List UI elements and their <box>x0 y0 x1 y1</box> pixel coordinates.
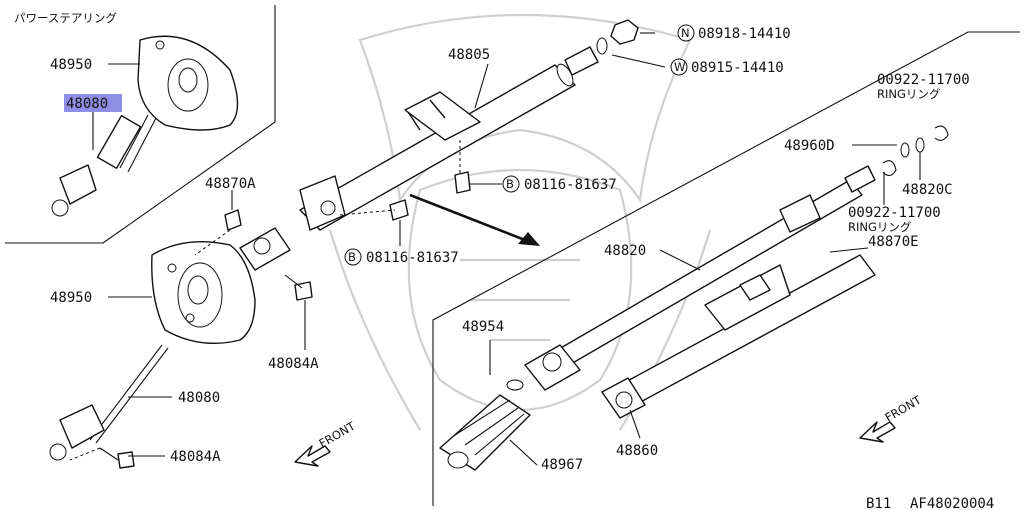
circle-mark-b-top: B <box>502 175 520 193</box>
section-frame-right <box>432 31 1020 506</box>
label-00922-mid[interactable]: 00922-11700 <box>848 205 941 221</box>
bolt-48084A-bot <box>99 447 135 469</box>
front-arrow-right <box>859 421 896 443</box>
label-48820C[interactable]: 48820C <box>902 182 953 198</box>
front-arrow-left <box>294 445 331 467</box>
label-48805[interactable]: 48805 <box>448 47 490 63</box>
inset-boot-48950 <box>137 35 239 131</box>
label-48080-inset[interactable]: 48080 <box>66 96 108 112</box>
label-48870A[interactable]: 48870A <box>205 176 256 192</box>
circle-mark-b-mid: B <box>344 248 362 266</box>
svg-text:B: B <box>348 250 356 264</box>
fasteners-top <box>389 19 639 221</box>
label-48960D[interactable]: 48960D <box>784 138 835 154</box>
front-label-right: FRONT <box>883 392 925 424</box>
highlight-48080 <box>64 94 122 112</box>
label-48950-inset[interactable]: 48950 <box>50 57 92 73</box>
label-48084A-mid[interactable]: 48084A <box>268 356 319 372</box>
rings-top <box>882 125 949 177</box>
boot-48967 <box>439 379 531 471</box>
direction-arrow <box>409 193 540 246</box>
upper-column-48805 <box>239 46 599 271</box>
label-48950[interactable]: 48950 <box>50 290 92 306</box>
footer-model: B11 <box>866 496 891 510</box>
front-label-left: FRONT <box>317 418 359 450</box>
label-48870E[interactable]: 48870E <box>868 234 919 250</box>
circle-mark-n: N <box>677 24 695 42</box>
label-48820[interactable]: 48820 <box>604 243 646 259</box>
upper-shaft-48820 <box>524 165 876 391</box>
shaft-48080 <box>49 344 169 461</box>
label-08116-mid[interactable]: 08116-81637 <box>366 250 459 266</box>
circle-mark-w: W <box>670 58 688 76</box>
watermark-emblem <box>328 13 712 431</box>
label-48080[interactable]: 48080 <box>178 390 220 406</box>
boot-48950 <box>151 241 256 345</box>
label-ring-mid: RINGリング <box>848 220 912 234</box>
inset-title: パワーステアリング <box>14 11 117 25</box>
leader-lines <box>92 32 921 466</box>
column-tube-48870E <box>601 254 876 419</box>
label-48084A-bot[interactable]: 48084A <box>170 449 221 465</box>
inset-shaft-48080 <box>51 114 157 217</box>
label-08918[interactable]: 08918-14410 <box>698 26 791 42</box>
label-08116-top[interactable]: 08116-81637 <box>524 177 617 193</box>
svg-text:B: B <box>506 177 514 191</box>
footer-code: AF48020004 <box>910 496 994 510</box>
label-48954[interactable]: 48954 <box>462 319 504 335</box>
label-ring-top: RINGリング <box>877 87 941 101</box>
bolt-48870A <box>224 209 242 231</box>
inset-frame <box>5 5 276 244</box>
label-08915[interactable]: 08915-14410 <box>691 60 784 76</box>
label-48967[interactable]: 48967 <box>541 457 583 473</box>
svg-text:N: N <box>681 26 690 40</box>
label-00922-top[interactable]: 00922-11700 <box>877 72 970 88</box>
bolt-48084A-mid <box>284 274 313 301</box>
label-48860[interactable]: 48860 <box>616 443 658 459</box>
svg-text:W: W <box>674 60 685 74</box>
